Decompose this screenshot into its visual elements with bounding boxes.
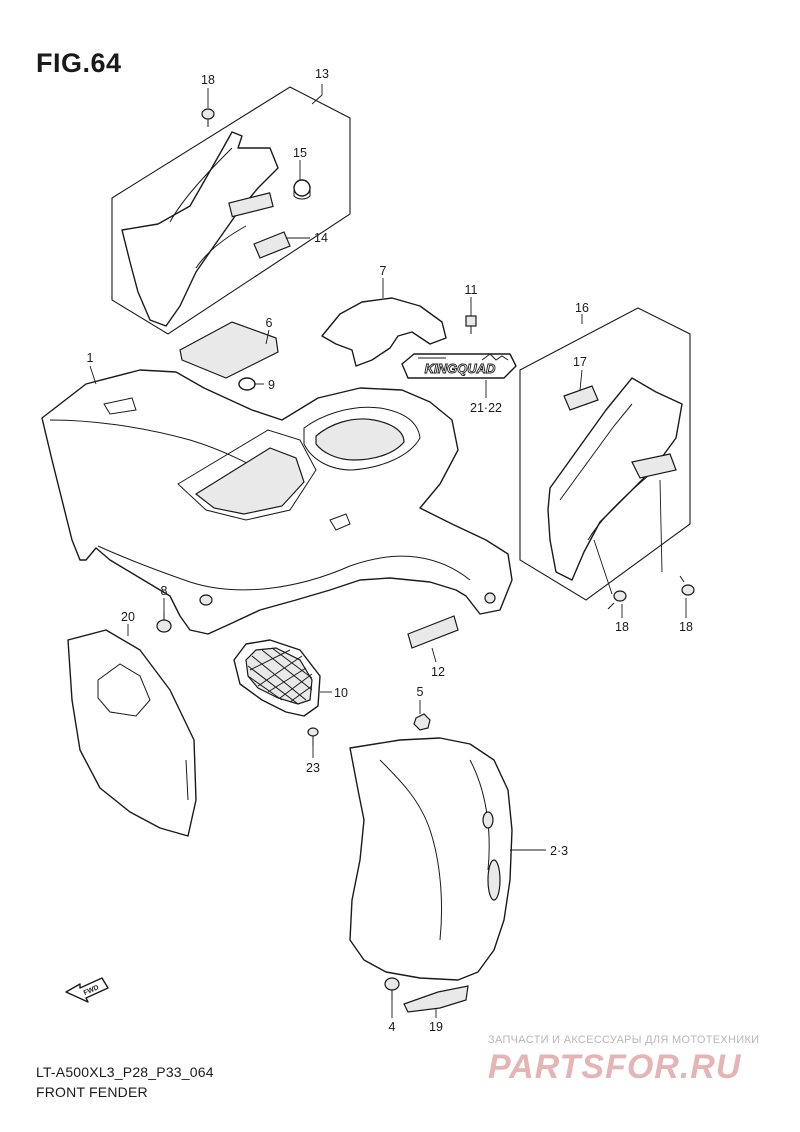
- callout-18: 18: [201, 73, 215, 87]
- mud-guard-part-2-3: [349, 737, 513, 981]
- model-code: LT-A500XL3_P28_P33_064: [36, 1064, 214, 1080]
- emblem-part-21-22: KINGQUAD: [401, 353, 517, 379]
- callout-5: 5: [417, 685, 424, 699]
- front-fender-part: [41, 369, 513, 635]
- assembly-box-13: [111, 84, 351, 335]
- callout-7: 7: [380, 264, 387, 278]
- figure-title: FIG.64: [36, 48, 122, 78]
- watermark-caption: ЗАПЧАСТИ И АКСЕССУАРЫ ДЛЯ МОТОТЕХНИКИ: [488, 1034, 760, 1046]
- screw-part-11: [465, 315, 477, 334]
- cover-part-7: [321, 297, 447, 367]
- callout-23: 23: [306, 761, 320, 775]
- callout-8: 8: [161, 584, 168, 598]
- callout-20: 20: [121, 610, 135, 624]
- assembly-box-16: [519, 307, 691, 601]
- callout-17: 17: [573, 355, 587, 369]
- rivet-part-23: [307, 727, 319, 746]
- cushion-part-9: [238, 377, 256, 391]
- plate-part-20: [67, 629, 197, 837]
- callout-labels: 18 13 15 14 7 11 6 9 1 21·22 16 17 8 20 …: [87, 67, 693, 1034]
- callout-4: 4: [389, 1020, 396, 1034]
- leader-lines: [89, 88, 687, 1018]
- watermark-logo: PARTSFOR.RU: [488, 1048, 742, 1086]
- callout-12: 12: [431, 665, 445, 679]
- emblem-text: KINGQUAD: [425, 361, 496, 376]
- screw-part-5: [413, 713, 431, 731]
- callout-16: 16: [575, 301, 589, 315]
- callout-14: 14: [314, 231, 328, 245]
- callout-18-right: 18: [679, 620, 693, 634]
- screw-part-18-left: [607, 590, 627, 610]
- callout-6: 6: [266, 316, 273, 330]
- callout-9: 9: [268, 378, 275, 392]
- callout-1: 1: [87, 351, 94, 365]
- pad-part-12: [407, 615, 459, 649]
- callout-18-left: 18: [615, 620, 629, 634]
- assembly-name: FRONT FENDER: [36, 1084, 148, 1100]
- screw-part-4: [384, 977, 400, 1000]
- callout-13: 13: [315, 67, 329, 81]
- screw-part-18-top: [201, 108, 215, 127]
- callout-15: 15: [293, 146, 307, 160]
- callout-10: 10: [334, 686, 348, 700]
- watermark-logo-text: PARTSFOR.RU: [488, 1048, 742, 1086]
- callout-21-22: 21·22: [470, 401, 502, 415]
- callout-2-3: 2·3: [550, 844, 568, 858]
- callout-11: 11: [465, 283, 478, 297]
- grille-part-10: [233, 639, 321, 717]
- callout-19: 19: [429, 1020, 443, 1034]
- seal-part-19: [403, 985, 469, 1013]
- cover-part-6: [179, 321, 279, 379]
- forward-arrow-icon: FWD: [65, 977, 109, 1003]
- screw-part-18-right: [679, 575, 695, 596]
- screw-part-8: [156, 612, 172, 633]
